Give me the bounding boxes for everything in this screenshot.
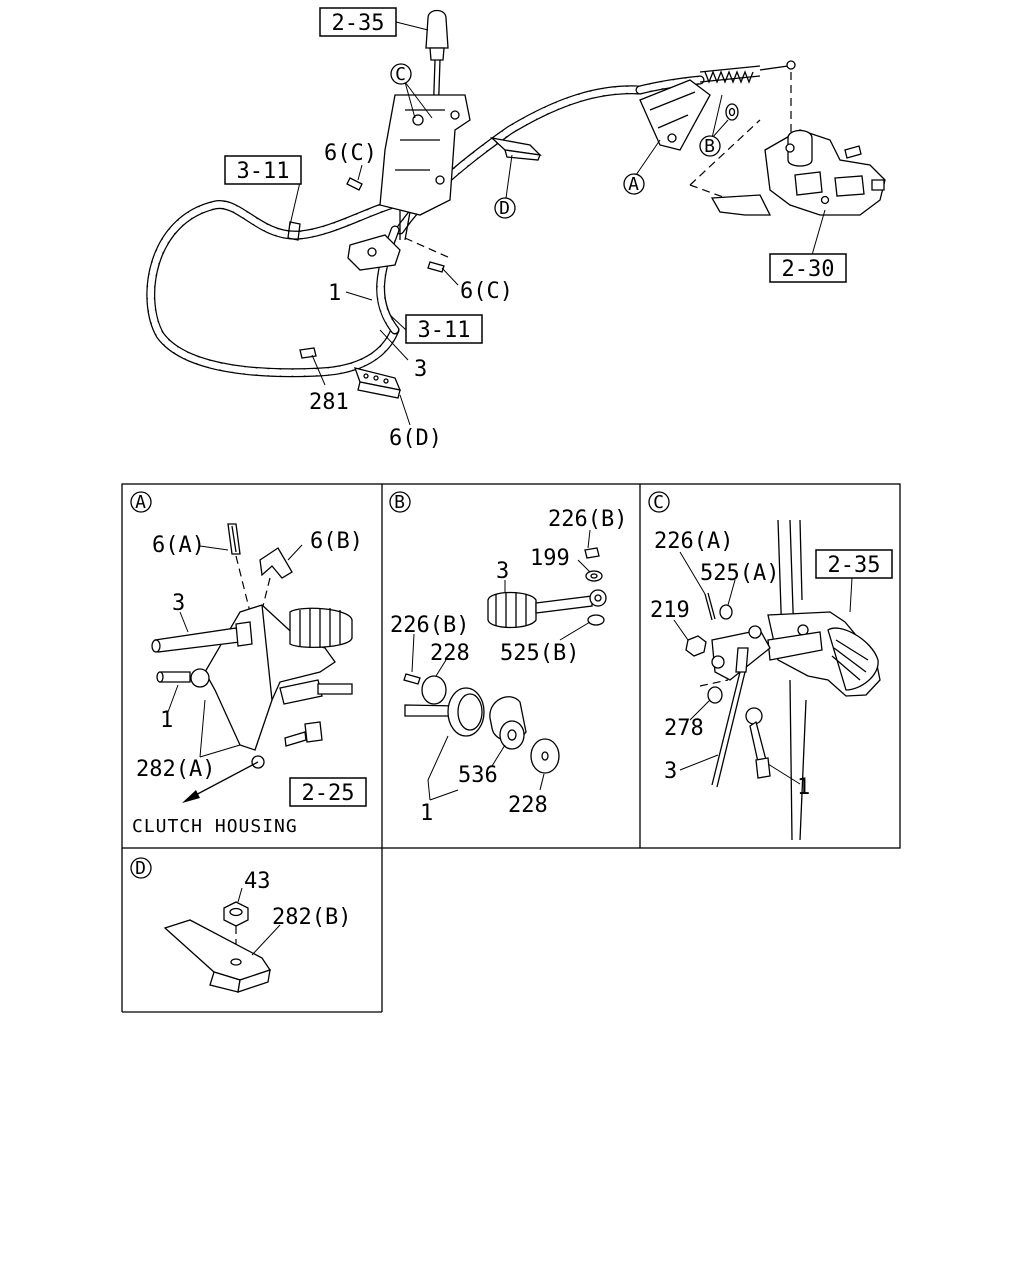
callout-d: D <box>494 197 516 219</box>
ref-box-2-25-label: 2-25 <box>302 781 355 806</box>
part-label-6b: 6(B) <box>310 529 363 554</box>
part-label-536: 536 <box>458 763 498 788</box>
shift-lever-bracket <box>347 94 471 271</box>
main-assembly-diagram: 2-35 3-11 3-11 2-30 C A B D <box>146 7 886 451</box>
part-label-3: 3 <box>414 357 427 382</box>
shift-cable-hose <box>146 200 400 378</box>
detail-panel-b: B <box>389 491 627 826</box>
part-label-1: 1 <box>328 281 341 306</box>
part-label-525b: 525(B) <box>500 641 579 666</box>
panel-letter: A <box>135 492 147 513</box>
part-label-525a: 525(A) <box>700 561 779 586</box>
part-label-199: 199 <box>530 546 570 571</box>
part-label-6a: 6(A) <box>152 533 205 558</box>
clutch-housing-note: CLUTCH HOUSING <box>132 816 298 837</box>
part-label-226b-left: 226(B) <box>390 613 469 638</box>
part-label-228-bottom: 228 <box>508 793 548 818</box>
part-label-226b-top: 226(B) <box>548 507 627 532</box>
cable-bracket-d <box>489 136 542 161</box>
clip-6c-upper <box>346 177 363 191</box>
cable-end-rod <box>699 60 796 140</box>
grommet-6d <box>353 367 402 399</box>
ref-box-2-30: 2-30 <box>769 253 847 283</box>
callout-letter: B <box>704 136 716 157</box>
part-label-1: 1 <box>797 775 810 800</box>
clutch-bracket-a <box>639 79 711 151</box>
callout-letter: A <box>628 174 640 195</box>
clip-6c-lower <box>404 237 451 273</box>
shift-lever <box>425 9 449 121</box>
part-label-278: 278 <box>664 716 704 741</box>
part-label-219: 219 <box>650 598 690 623</box>
part-label-281: 281 <box>309 390 349 415</box>
clutch-valve-assembly <box>689 119 886 216</box>
clip-281 <box>299 347 317 359</box>
part-label-228-top: 228 <box>430 641 470 666</box>
part-label-282b: 282(B) <box>272 905 351 930</box>
detail-panel-a: A 6(A) 6(B) <box>130 491 367 837</box>
detail-panel-c: C 226(A) <box>648 491 893 841</box>
cable-ties <box>287 221 301 241</box>
part-label-43: 43 <box>244 869 271 894</box>
part-label-3: 3 <box>172 591 185 616</box>
panel-letter: C <box>653 492 665 513</box>
detail-panel-d: D 43 282(B) <box>130 857 351 993</box>
panel-letter: D <box>135 858 147 879</box>
callout-c: C <box>390 63 412 85</box>
part-label-3: 3 <box>496 559 509 584</box>
leader-lines <box>289 21 826 426</box>
ref-box-2-35-main: 2-35 <box>319 7 397 37</box>
part-label-282a: 282(A) <box>136 757 215 782</box>
callout-b: B <box>699 135 721 157</box>
ref-box-2-35-label: 2-35 <box>828 553 881 578</box>
panel-letter: B <box>394 492 406 513</box>
ref-box-label: 2-30 <box>782 257 835 282</box>
part-label-1: 1 <box>160 708 173 733</box>
ref-box-3-11-left: 3-11 <box>224 155 302 185</box>
detail-panel-grid <box>121 483 901 1013</box>
callout-a: A <box>623 173 645 195</box>
part-label-3: 3 <box>664 759 677 784</box>
ref-box-label: 3-11 <box>418 318 471 343</box>
part-label-6c-upper: 6(C) <box>324 141 377 166</box>
ref-box-label: 2-35 <box>332 11 385 36</box>
callout-letter: D <box>499 198 511 219</box>
washer-b <box>725 103 739 121</box>
part-label-1: 1 <box>420 801 433 826</box>
ref-box-3-11-lower: 3-11 <box>405 314 483 344</box>
part-label-6c-lower: 6(C) <box>460 279 513 304</box>
callout-letter: C <box>395 64 407 85</box>
part-label-6d: 6(D) <box>389 426 442 451</box>
part-label-226a: 226(A) <box>654 529 733 554</box>
ref-box-label: 3-11 <box>237 159 290 184</box>
